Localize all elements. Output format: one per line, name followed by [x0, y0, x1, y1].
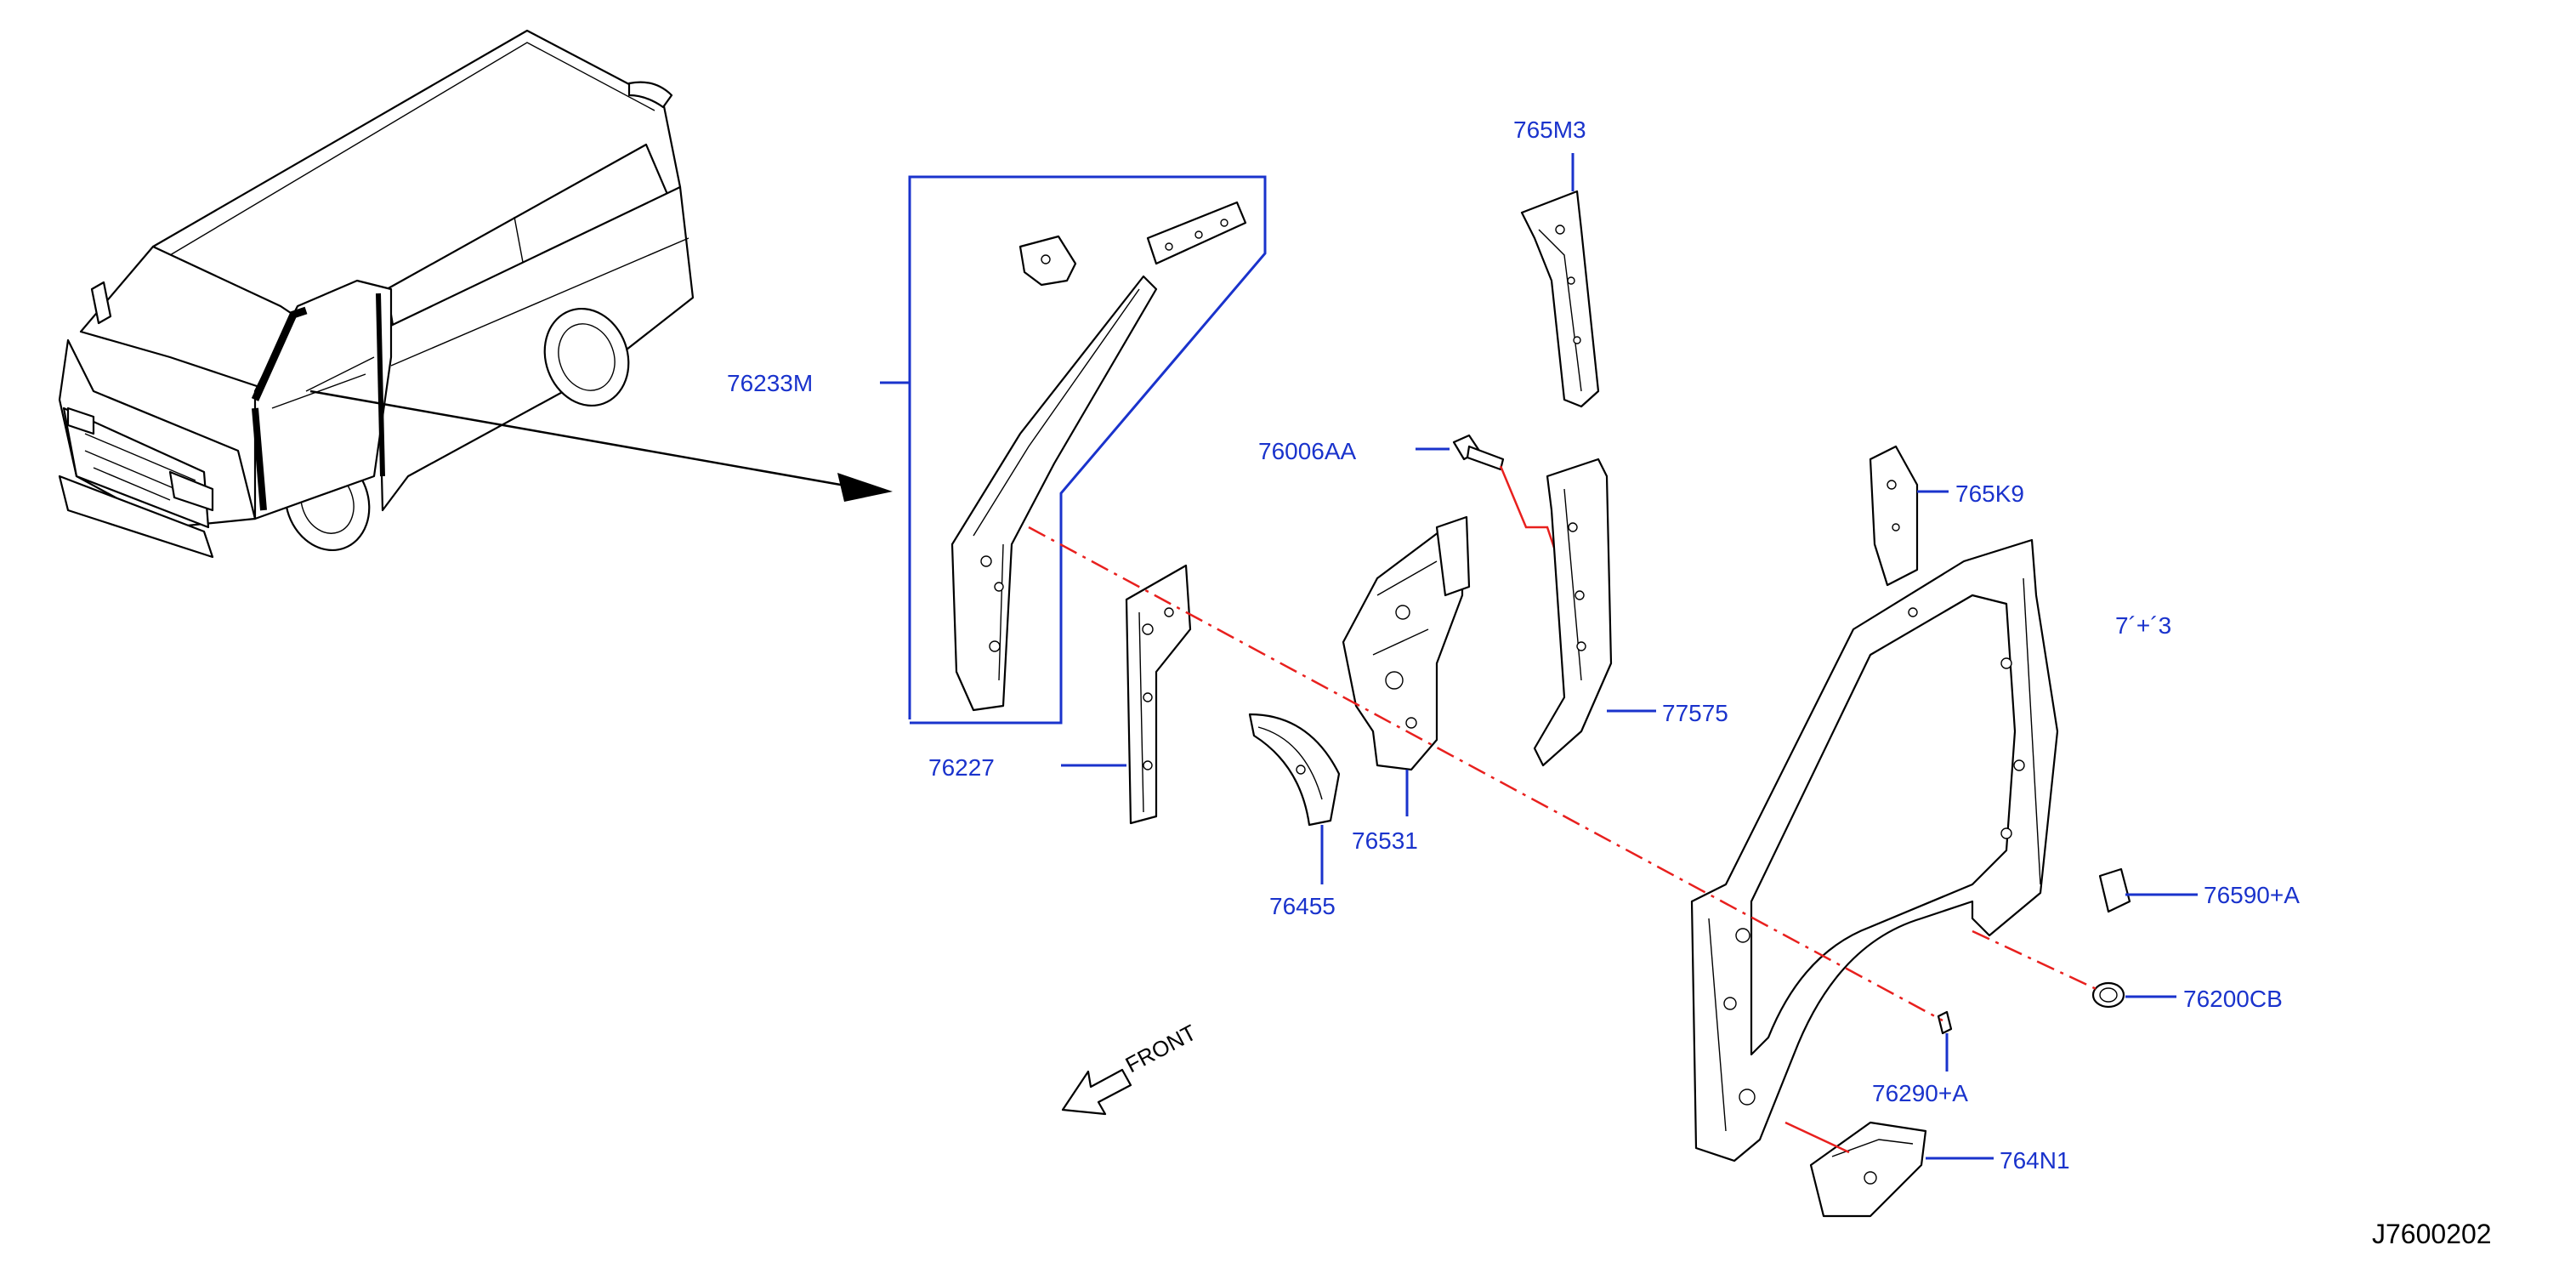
bolt-76006AA [1416, 434, 1558, 554]
pointer-arrow [309, 389, 893, 502]
label-764N1: 764N1 [2000, 1147, 2070, 1174]
label-76-3: 7´+´3 [2115, 612, 2171, 639]
label-76590A: 76590+A [2204, 882, 2300, 908]
front-indicator: FRONT [1061, 1020, 1200, 1116]
label-76200CB: 76200CB [2183, 986, 2283, 1012]
part-76531 [1342, 515, 1471, 816]
part-764N1 [1809, 1121, 1994, 1218]
diagram-code: J7600202 [2372, 1219, 2492, 1249]
alignment-lines [1028, 526, 2101, 1154]
label-77575: 77575 [1662, 700, 1728, 726]
part-76290A [1937, 1010, 1953, 1072]
part-765M3 [1520, 153, 1600, 408]
part-labels: 765M3 76233M 76006AA 765K9 7´+´3 77575 7… [727, 117, 2300, 1174]
part-76227 [1061, 564, 1192, 825]
label-76227: 76227 [928, 754, 995, 781]
part-765K9 [1869, 445, 1949, 587]
bracket-76233M [880, 175, 1267, 725]
label-76006AA: 76006AA [1258, 438, 1357, 464]
label-765M3: 765M3 [1513, 117, 1586, 143]
part-77575 [1533, 458, 1656, 767]
van-illustration [58, 29, 695, 559]
label-76531: 76531 [1352, 827, 1418, 854]
front-label: FRONT [1121, 1020, 1200, 1078]
part-76200CB [2091, 981, 2176, 1009]
part-76590A [2098, 867, 2198, 913]
part-76455 [1248, 713, 1341, 884]
part-pillar-76233M [950, 201, 1247, 712]
label-76455: 76455 [1269, 893, 1336, 919]
part-body-side-panel [1690, 538, 2059, 1163]
label-765K9: 765K9 [1955, 480, 2024, 507]
label-76233M: 76233M [727, 370, 813, 396]
label-76290A: 76290+A [1872, 1080, 1968, 1106]
